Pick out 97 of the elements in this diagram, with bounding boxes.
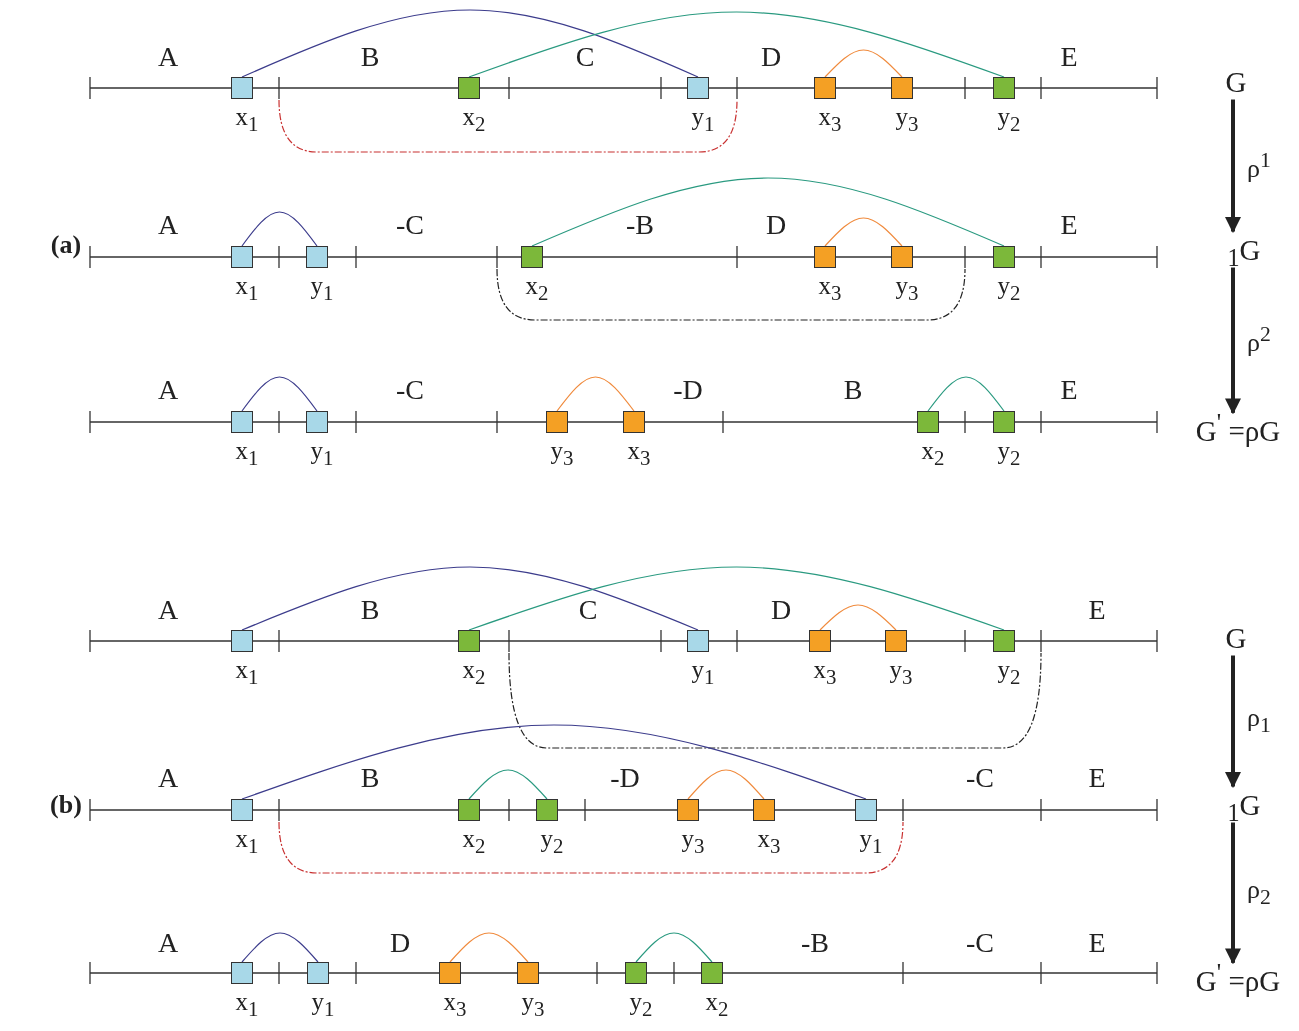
locus-label: x$_{2}$ [462,657,486,688]
edge-label: ρ$^{2}$ [1247,324,1271,356]
link-arc [556,376,635,412]
link-arc [241,566,699,631]
link-arc [824,217,903,247]
link-arc [819,604,897,631]
segment-label: C [575,43,595,71]
locus-label: y$_{2}$ [540,826,564,857]
segment-label: D [765,211,787,239]
segment-label: -B [626,211,654,239]
locus-label: y$_{3}$ [889,657,913,688]
segment-label: B [360,43,380,71]
link-arc [468,566,1005,631]
link-arc [241,211,318,247]
segment-label: -D [673,376,703,404]
link-arc [927,376,1005,412]
locus-label: y$_{3}$ [550,438,574,469]
locus-label: x$_{1}$ [235,657,259,688]
locus-label: x$_{1}$ [235,273,259,304]
arrow [1225,822,1241,965]
segment-label: A [157,376,179,404]
link-arc [241,932,319,963]
segment-label: -D [610,764,640,792]
segment-label: B [360,764,380,792]
segment-label: E [1060,376,1078,404]
link-arc [687,769,765,800]
segment-label: E [1060,211,1078,239]
locus-label: y$_{2}$ [997,657,1021,688]
arrow [1225,655,1241,789]
link-arc [635,932,713,963]
locus-label: y$_{1}$ [859,826,883,857]
locus-label: x$_{1}$ [235,104,259,135]
genome-label: G [1225,621,1247,654]
locus-label: x$_{2}$ [705,989,729,1020]
panel-label: (b) [50,792,82,818]
segment-label: -C [966,929,994,957]
link-arc [241,9,699,78]
segment-label: E [1088,764,1106,792]
genome-label: G$^{'}$ =ρG [1195,414,1281,447]
segment-label: -B [801,929,829,957]
locus-label: x$_{2}$ [921,438,945,469]
segment-label: D [760,43,782,71]
segment-label: A [157,43,179,71]
arrow [1225,99,1241,234]
locus-label: x$_{1}$ [235,826,259,857]
locus-label: y$_{2}$ [997,273,1021,304]
segment-label: -C [396,376,424,404]
locus-label: y$_{3}$ [895,104,919,135]
segment-label: A [157,929,179,957]
locus-label: y$_{2}$ [997,104,1021,135]
locus-label: x$_{3}$ [818,104,842,135]
locus-label: y$_{3}$ [895,273,919,304]
segment-label: A [157,596,179,624]
locus-label: y$_{1}$ [691,104,715,135]
segment-label: D [389,929,411,957]
locus-label: x$_{3}$ [627,438,651,469]
segment-label: -C [966,764,994,792]
link-arc [824,49,903,78]
locus-label: x$_{3}$ [443,989,467,1020]
link-arc [241,376,318,412]
segment-label: D [770,596,792,624]
locus-label: x$_{3}$ [757,826,781,857]
locus-label: y$_{1}$ [310,273,334,304]
panel-label: (a) [50,232,82,258]
locus-label: y$_{2}$ [997,438,1021,469]
arrow [1225,267,1241,415]
locus-label: x$_{1}$ [235,438,259,469]
locus-label: x$_{2}$ [525,273,549,304]
genome-label: $_{1}$G [1227,788,1261,821]
genome-label: G$^{'}$ =ρG [1195,964,1281,997]
locus-label: x$_{2}$ [462,826,486,857]
genome-label: G [1225,65,1247,98]
locus-label: y$_{2}$ [629,989,653,1020]
segment-label: A [157,764,179,792]
segment-label: B [843,376,863,404]
locus-label: y$_{1}$ [691,657,715,688]
locus-label: x$_{1}$ [235,989,259,1020]
locus-label: x$_{2}$ [462,104,486,135]
link-arc [468,11,1005,78]
segment-label: E [1060,43,1078,71]
link-arc [531,177,1005,247]
locus-label: y$_{3}$ [521,989,545,1020]
locus-label: x$_{3}$ [818,273,842,304]
segment-label: E [1088,596,1106,624]
locus-label: x$_{3}$ [813,657,837,688]
locus-label: y$_{1}$ [311,989,335,1020]
segment-label: C [578,596,598,624]
segment-label: A [157,211,179,239]
segment-label: -C [396,211,424,239]
link-arc [449,932,529,963]
link-arc [241,724,867,800]
segment-label: B [360,596,380,624]
link-arc [468,769,548,800]
locus-label: y$_{1}$ [310,438,334,469]
locus-label: y$_{3}$ [681,826,705,857]
genome-label: $_{1}$G [1227,233,1261,266]
segment-label: E [1088,929,1106,957]
